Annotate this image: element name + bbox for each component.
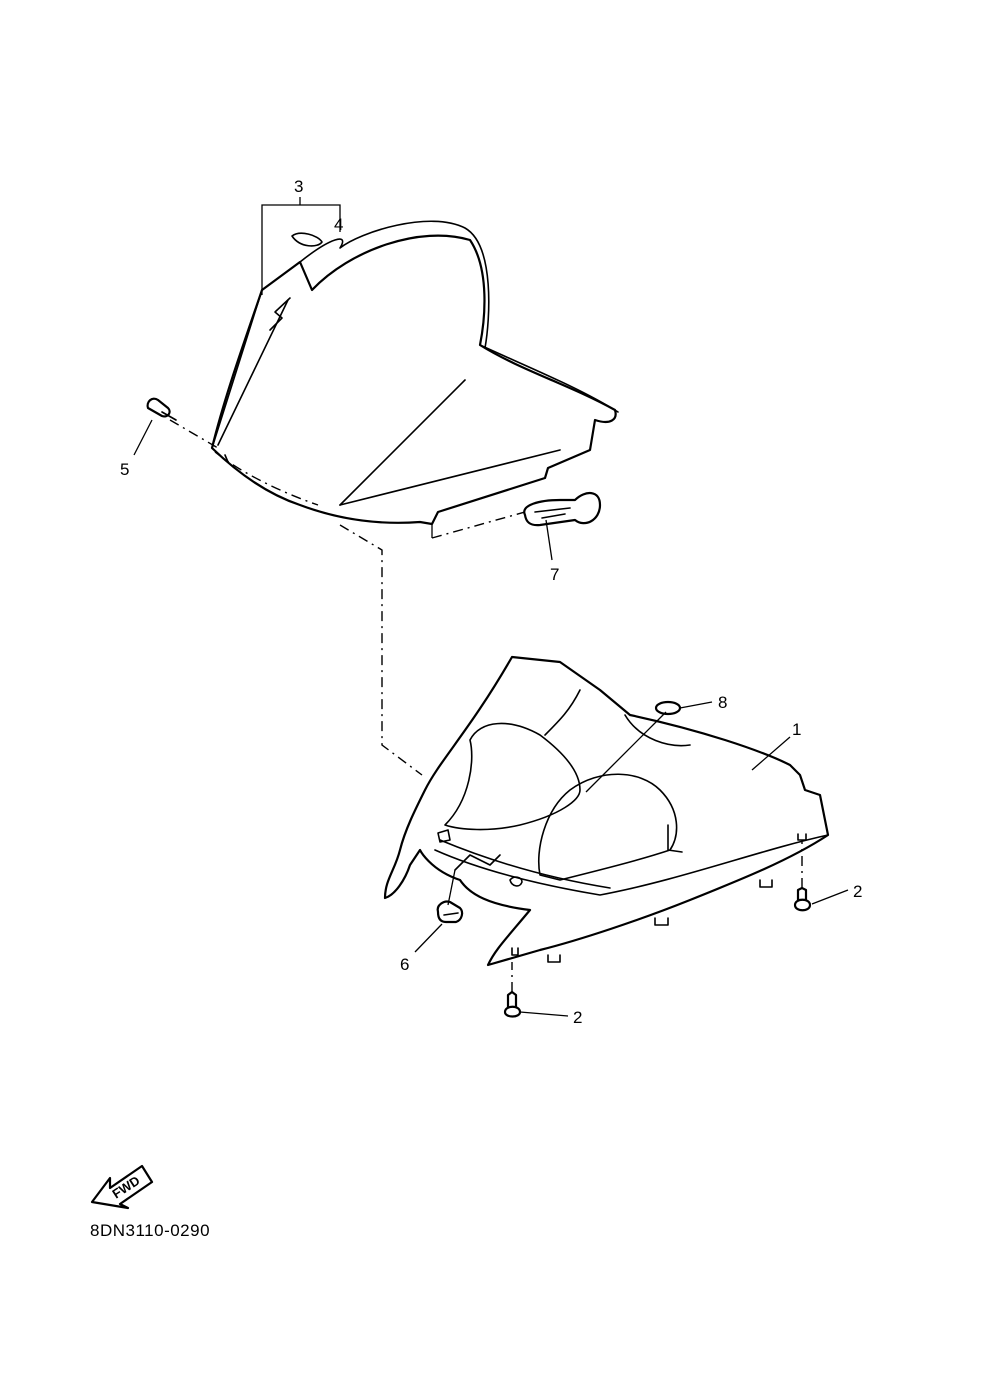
diagram-code: 8DN3110-0290	[90, 1221, 210, 1240]
callout-3: 3	[294, 177, 303, 196]
bolt-part-2-right	[793, 886, 812, 912]
leader-2-right	[811, 889, 849, 905]
callout-1: 1	[792, 720, 801, 739]
leader-8	[679, 701, 713, 709]
callout-8: 8	[718, 693, 727, 712]
grommet-part-6	[436, 900, 464, 924]
cowling-part-1	[383, 655, 830, 967]
callout-2-right: 2	[853, 882, 862, 901]
grommet-6-line	[447, 869, 456, 906]
well-nut-part-7	[523, 492, 602, 527]
leader-6	[414, 923, 443, 953]
fwd-arrow-icon: FWD	[90, 1164, 154, 1210]
callout-6: 6	[400, 955, 409, 974]
leader-5	[133, 419, 153, 456]
leader-7	[545, 519, 553, 561]
callout-bracket-3	[261, 197, 341, 295]
leader-1-b	[585, 711, 667, 793]
leader-2-bottom	[519, 1011, 569, 1017]
callout-2-bottom: 2	[573, 1008, 582, 1027]
leader-1	[751, 736, 791, 771]
windscreen-edge-dashline	[214, 451, 319, 506]
screw-part-5	[146, 397, 177, 421]
windscreen-part	[210, 220, 619, 526]
screw-5-dashline	[169, 419, 219, 449]
assembly-dashline	[339, 524, 423, 776]
callout-4: 4	[334, 215, 343, 234]
callout-7: 7	[550, 565, 559, 584]
bolt-part-2-bottom	[503, 990, 522, 1018]
callout-5: 5	[120, 460, 129, 479]
cap-part-8	[654, 700, 682, 716]
